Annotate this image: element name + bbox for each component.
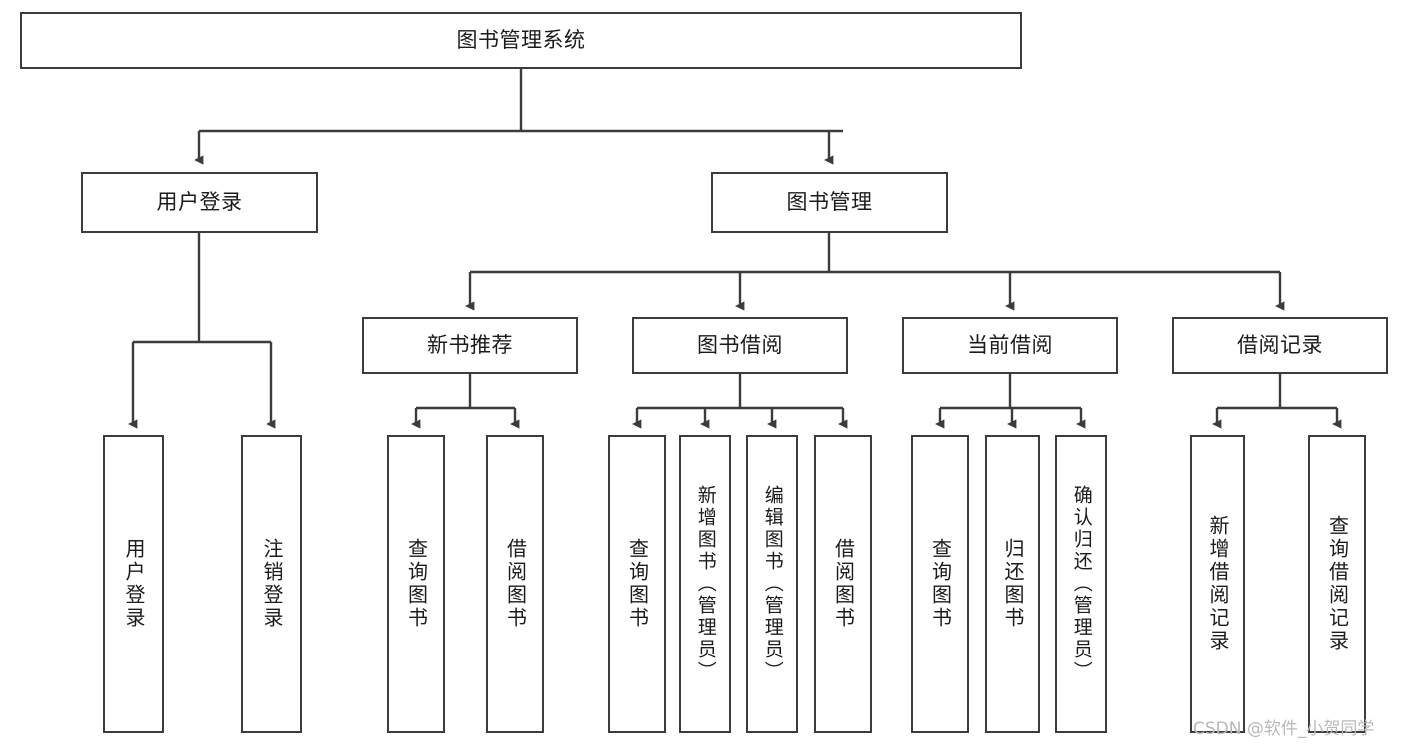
leaf-add-book-admin[interactable]: 新增图书（管理员） [679,435,731,733]
leaf-query-book-label: 查询图书 [625,538,650,630]
leaf-logout[interactable]: 注销登录 [241,435,302,733]
node-root[interactable]: 图书管理系统 [20,12,1022,69]
node-user-login-label: 用户登录 [156,189,243,214]
leaf-borrow-book-label: 借阅图书 [831,538,856,630]
csdn-watermark: CSDN @软件_小贺同学 [1193,719,1375,739]
leaf-return-book[interactable]: 归还图书 [985,435,1040,733]
leaf-edit-book-admin-label: 编辑图书（管理员） [761,485,784,683]
leaf-add-book-admin-label: 新增图书（管理员） [694,485,717,683]
leaf-user-login[interactable]: 用户登录 [103,435,164,733]
leaf-query-book-current-label: 查询图书 [928,538,953,630]
node-new-book-recommendation-label: 新书推荐 [427,332,513,357]
node-borrow-record-label: 借阅记录 [1237,332,1323,357]
leaf-borrow-book-recommend-label: 借阅图书 [503,538,528,630]
node-book-management[interactable]: 图书管理 [711,172,948,233]
leaf-return-book-label: 归还图书 [1001,538,1025,630]
leaf-add-borrow-record-label: 新增借阅记录 [1206,515,1230,653]
leaf-query-book-recommend[interactable]: 查询图书 [387,435,445,733]
leaf-query-book-current[interactable]: 查询图书 [911,435,969,733]
leaf-query-book-recommend-label: 查询图书 [404,538,429,630]
node-book-borrow-label: 图书借阅 [697,332,783,357]
leaf-add-borrow-record[interactable]: 新增借阅记录 [1190,435,1245,733]
leaf-confirm-return-admin[interactable]: 确认归还（管理员） [1055,435,1107,733]
leaf-borrow-book[interactable]: 借阅图书 [814,435,872,733]
leaf-confirm-return-admin-label: 确认归还（管理员） [1070,485,1093,683]
leaf-edit-book-admin[interactable]: 编辑图书（管理员） [746,435,798,733]
node-book-management-label: 图书管理 [786,189,873,214]
leaf-borrow-book-recommend[interactable]: 借阅图书 [486,435,544,733]
node-root-label: 图书管理系统 [456,27,586,52]
leaf-user-login-label: 用户登录 [122,538,146,630]
node-new-book-recommendation[interactable]: 新书推荐 [362,317,578,374]
leaf-query-borrow-record-label: 查询借阅记录 [1325,515,1350,653]
leaf-logout-label: 注销登录 [260,538,284,630]
leaf-query-book[interactable]: 查询图书 [608,435,666,733]
node-current-borrow[interactable]: 当前借阅 [902,317,1118,374]
leaf-query-borrow-record[interactable]: 查询借阅记录 [1308,435,1366,733]
node-user-login[interactable]: 用户登录 [81,172,318,233]
node-book-borrow[interactable]: 图书借阅 [632,317,848,374]
node-borrow-record[interactable]: 借阅记录 [1172,317,1388,374]
node-current-borrow-label: 当前借阅 [967,332,1053,357]
